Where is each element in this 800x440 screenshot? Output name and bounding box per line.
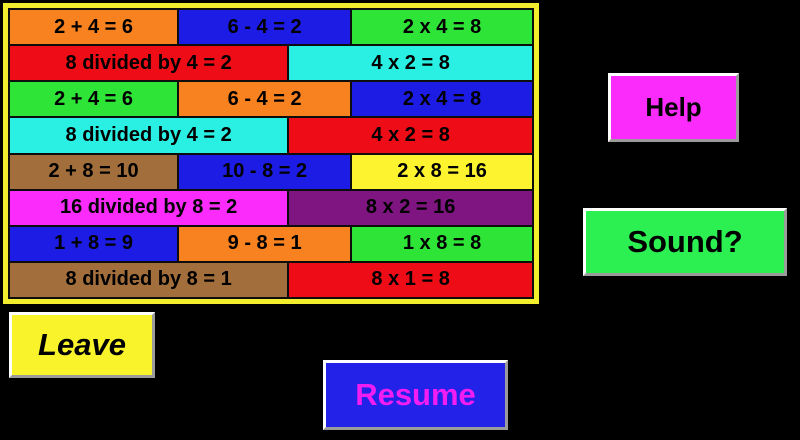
- equation-row: 8 divided by 4 = 2 4 x 2 = 8: [10, 46, 532, 81]
- equation-cell[interactable]: 4 x 2 = 8: [289, 118, 532, 153]
- leave-button[interactable]: Leave: [9, 312, 155, 378]
- equation-row: 1 + 8 = 9 9 - 8 = 1 1 x 8 = 8: [10, 226, 532, 261]
- equation-grid: 2 + 4 = 6 6 - 4 = 2 2 x 4 = 8 8 divided …: [3, 3, 539, 304]
- equation-cell[interactable]: 6 - 4 = 2: [179, 82, 351, 117]
- equation-cell[interactable]: 1 x 8 = 8: [352, 226, 532, 261]
- equation-cell[interactable]: 8 divided by 4 = 2: [10, 118, 288, 153]
- equation-cell[interactable]: 2 + 8 = 10: [10, 154, 178, 189]
- equation-row: 8 divided by 4 = 2 4 x 2 = 8: [10, 118, 532, 153]
- equation-row: 2 + 4 = 6 6 - 4 = 2 2 x 4 = 8: [10, 10, 532, 45]
- equation-cell[interactable]: 8 divided by 8 = 1: [10, 262, 288, 297]
- equation-cell[interactable]: 16 divided by 8 = 2: [10, 190, 288, 225]
- sound-button[interactable]: Sound?: [583, 208, 787, 276]
- equation-row: 16 divided by 8 = 2 8 x 2 = 16: [10, 190, 532, 225]
- equation-cell[interactable]: 4 x 2 = 8: [289, 46, 532, 81]
- equation-cell[interactable]: 8 divided by 4 = 2: [10, 46, 288, 81]
- equation-row: 8 divided by 8 = 1 8 x 1 = 8: [10, 262, 532, 297]
- equation-cell[interactable]: 2 + 4 = 6: [10, 10, 178, 45]
- equation-cell[interactable]: 8 x 2 = 16: [289, 190, 532, 225]
- help-button[interactable]: Help: [608, 73, 739, 142]
- equation-row: 2 + 8 = 10 10 - 8 = 2 2 x 8 = 16: [10, 154, 532, 189]
- equation-cell[interactable]: 2 + 4 = 6: [10, 82, 178, 117]
- equation-cell[interactable]: 1 + 8 = 9: [10, 226, 178, 261]
- equation-cell[interactable]: 2 x 4 = 8: [352, 10, 532, 45]
- resume-button[interactable]: Resume: [323, 360, 508, 430]
- equation-cell[interactable]: 6 - 4 = 2: [179, 10, 351, 45]
- equation-row: 2 + 4 = 6 6 - 4 = 2 2 x 4 = 8: [10, 82, 532, 117]
- equation-cell[interactable]: 2 x 8 = 16: [352, 154, 532, 189]
- equation-cell[interactable]: 9 - 8 = 1: [179, 226, 351, 261]
- equation-cell[interactable]: 10 - 8 = 2: [179, 154, 351, 189]
- equation-cell[interactable]: 8 x 1 = 8: [289, 262, 532, 297]
- equation-cell[interactable]: 2 x 4 = 8: [352, 82, 532, 117]
